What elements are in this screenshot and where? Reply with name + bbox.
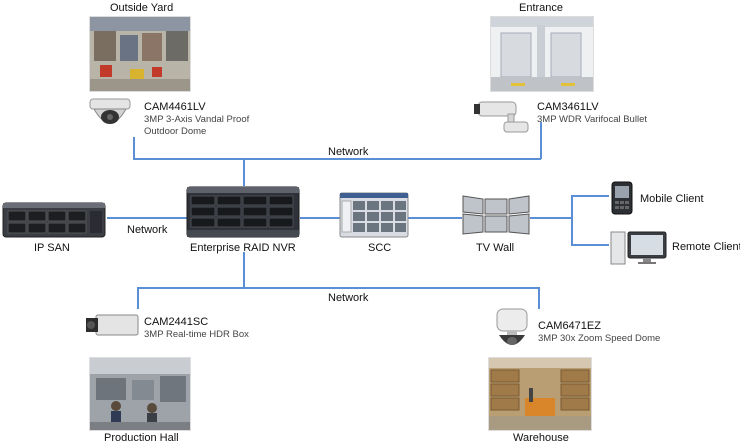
left-network-label: Network (127, 224, 168, 236)
bottom-line-from-nvr (243, 252, 245, 288)
production-hall-photo (89, 357, 191, 431)
cam6471-desc-1: 3MP 30x Zoom Speed Dome (538, 333, 661, 344)
top-network-label: Network (328, 146, 369, 158)
left-network-line (107, 217, 187, 219)
dome-camera-icon (88, 95, 132, 135)
tv-wall-label: TV Wall (476, 242, 515, 254)
cam2441-model: CAM2441SC (144, 316, 209, 328)
scc-software-icon (339, 192, 409, 238)
warehouse-label: Warehouse (513, 432, 569, 444)
cam4461-desc-1: 3MP 3-Axis Vandal Proof (144, 114, 250, 125)
ip-san-storage-icon (2, 202, 106, 238)
remote-client-label: Remote Client (672, 241, 740, 253)
bottom-network-label: Network (328, 292, 369, 304)
outside-yard-photo (89, 16, 191, 92)
tvwall-to-clients-line (530, 217, 572, 219)
tv-wall-icon (461, 192, 531, 238)
cam2441-desc-1: 3MP Real-time HDR Box (144, 329, 249, 340)
warehouse-photo (488, 357, 592, 431)
bottom-line-right-drop (538, 287, 540, 309)
top-line-right-drop (540, 122, 542, 159)
nvr-label: Enterprise RAID NVR (190, 242, 296, 254)
bottom-network-line (137, 287, 539, 289)
desktop-computer-icon (610, 230, 668, 266)
ip-san-label: IP SAN (34, 242, 70, 254)
cam3461-model: CAM3461LV (537, 101, 599, 113)
bullet-camera-icon (474, 96, 534, 136)
box-camera-icon (86, 311, 140, 339)
speed-dome-camera-icon (493, 307, 531, 353)
entrance-label: Entrance (519, 2, 564, 14)
clients-vertical-line (571, 195, 573, 245)
scc-to-tvwall-line (408, 217, 462, 219)
top-line-left-drop (133, 137, 135, 159)
nvr-to-scc-line (300, 217, 340, 219)
cam4461-model: CAM4461LV (144, 101, 206, 113)
top-line-to-nvr (243, 158, 245, 186)
cam6471-model: CAM6471EZ (538, 320, 601, 332)
cam4461-desc-2: Outdoor Dome (144, 126, 207, 137)
cam3461-desc-1: 3MP WDR Varifocal Bullet (537, 114, 647, 125)
entrance-photo (490, 16, 594, 92)
mobile-phone-icon (611, 181, 633, 215)
bottom-line-left-drop (137, 287, 139, 309)
scc-label: SCC (368, 242, 392, 254)
remote-branch-line (571, 244, 609, 246)
production-hall-label: Production Hall (104, 432, 179, 444)
mobile-branch-line (571, 195, 609, 197)
nvr-server-icon (186, 186, 300, 238)
top-network-line (133, 158, 541, 160)
mobile-client-label: Mobile Client (640, 193, 704, 205)
outside-yard-label: Outside Yard (110, 2, 174, 14)
